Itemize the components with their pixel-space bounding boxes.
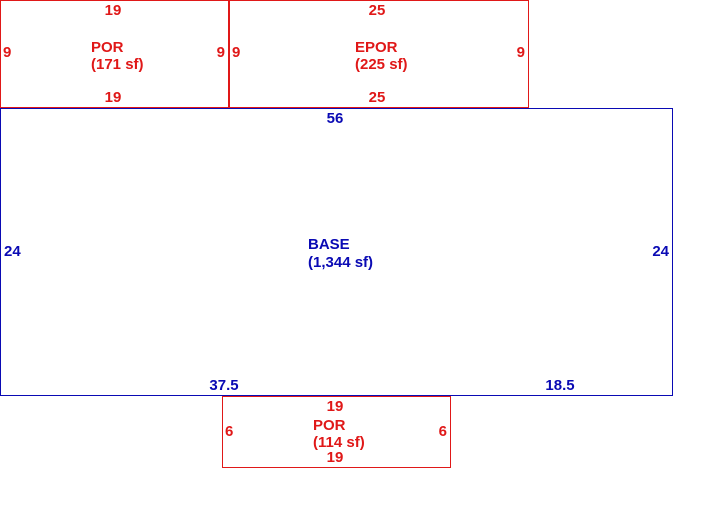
por-bottom-dim-bottom: 19 [327, 449, 344, 466]
base-area[interactable]: 56 24 24 BASE (1,344 sf) 37.5 18.5 [0, 108, 673, 396]
epor-dim-right: 9 [517, 44, 525, 61]
base-dim-left: 24 [4, 243, 21, 260]
por-top-sf: (171 sf) [91, 56, 144, 73]
por-top-dim-right: 9 [217, 44, 225, 61]
epor-dim-bottom: 25 [369, 89, 386, 106]
epor-area[interactable]: 25 9 9 EPOR (225 sf) 25 [229, 0, 529, 108]
epor-sf: (225 sf) [355, 56, 408, 73]
base-dim-bottom-left: 37.5 [209, 377, 238, 394]
base-dim-bottom-right: 18.5 [545, 377, 574, 394]
base-dim-top: 56 [327, 110, 344, 127]
por-bottom-dim-left: 6 [225, 423, 233, 440]
por-top-dim-bottom: 19 [105, 89, 122, 106]
base-code: BASE [308, 236, 350, 253]
epor-dim-top: 25 [369, 2, 386, 19]
por-bottom-dim-top: 19 [327, 398, 344, 415]
epor-dim-left: 9 [232, 44, 240, 61]
por-bottom-code: POR [313, 417, 346, 434]
por-top-outline [0, 0, 229, 108]
base-outline [0, 108, 673, 396]
epor-outline [229, 0, 529, 108]
por-top-code: POR [91, 39, 124, 56]
por-top-dim-top: 19 [105, 2, 122, 19]
por-bottom-outline [222, 396, 451, 468]
base-sf: (1,344 sf) [308, 254, 373, 271]
por-bottom-dim-right: 6 [439, 423, 447, 440]
base-dim-right: 24 [652, 243, 669, 260]
por-top-area[interactable]: 19 9 9 POR (171 sf) 19 [0, 0, 229, 108]
epor-code: EPOR [355, 39, 398, 56]
por-top-dim-left: 9 [3, 44, 11, 61]
por-bottom-area[interactable]: 19 6 6 POR (114 sf) 19 [222, 396, 451, 468]
por-bottom-sf: (114 sf) [313, 434, 365, 451]
